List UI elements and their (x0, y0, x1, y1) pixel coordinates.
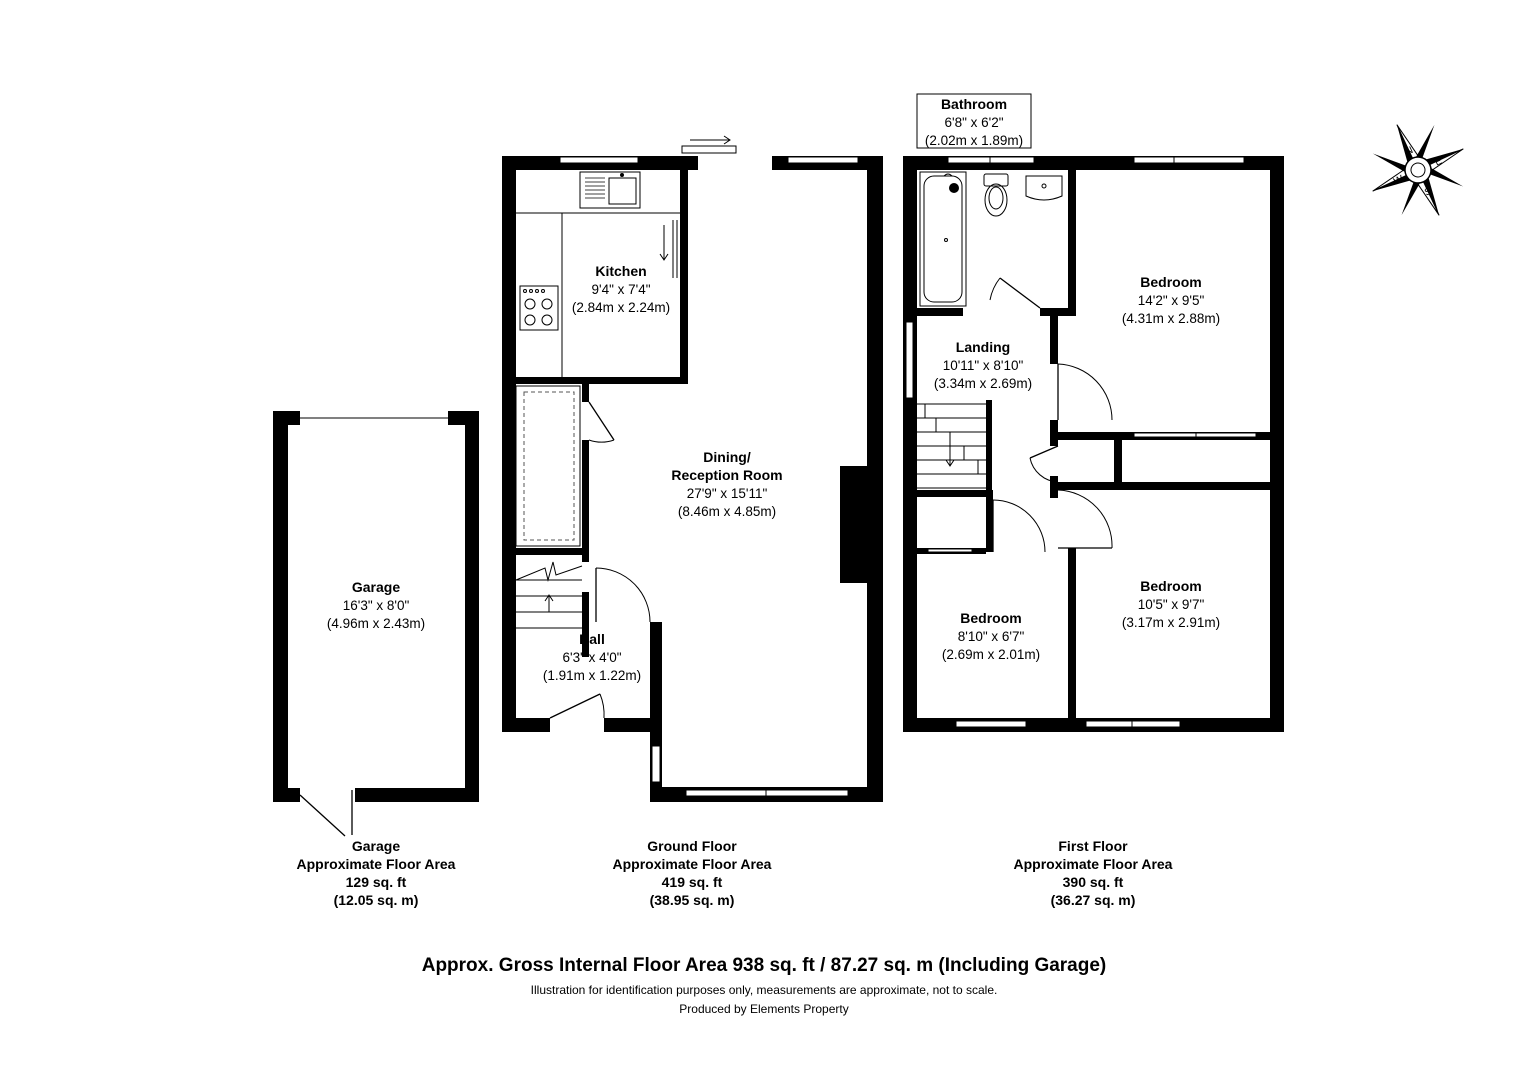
area-label: Approximate Floor Area (1014, 856, 1173, 872)
room-metric: (3.34m x 2.69m) (934, 376, 1032, 391)
compass-rose: N E S W (1372, 124, 1464, 216)
room-name: Dining/ (703, 449, 751, 465)
area-title: First Floor (1058, 838, 1128, 854)
room-label-bedroom-1: Bedroom 14'2" x 9'5" (4.31m x 2.88m) (1122, 274, 1220, 326)
area-sqft: 129 sq. ft (346, 874, 407, 890)
area-sqm: (12.05 sq. m) (334, 892, 419, 908)
room-imperial: 10'5" x 9'7" (1138, 597, 1205, 612)
compass-north: N (1404, 145, 1415, 158)
area-sqm: (38.95 sq. m) (650, 892, 735, 908)
room-imperial: 16'3" x 8'0" (343, 598, 410, 613)
compass-east: E (1433, 156, 1444, 169)
total-floor-area: Approx. Gross Internal Floor Area 938 sq… (421, 955, 1107, 976)
room-label-bathroom: Bathroom 6'8" x 6'2" (2.02m x 1.89m) (925, 96, 1023, 148)
area-label: Approximate Floor Area (613, 856, 772, 872)
room-imperial: 8'10" x 6'7" (958, 629, 1025, 644)
area-title: Garage (352, 838, 400, 854)
room-imperial: 6'8" x 6'2" (944, 115, 1003, 130)
area-sqft: 390 sq. ft (1063, 874, 1124, 890)
room-name-2: Reception Room (671, 467, 782, 483)
room-label-hall: Hall 6'3" x 4'0" (1.91m x 1.22m) (543, 631, 641, 683)
room-metric: (1.91m x 1.22m) (543, 668, 641, 683)
room-imperial: 14'2" x 9'5" (1138, 293, 1205, 308)
area-summary-first-floor: First Floor Approximate Floor Area 390 s… (1014, 838, 1173, 908)
room-name: Bathroom (941, 96, 1007, 112)
room-name: Hall (579, 631, 605, 647)
room-name: Kitchen (595, 263, 646, 279)
room-label-garage: Garage 16'3" x 8'0" (4.96m x 2.43m) (327, 579, 425, 631)
room-label-dining: Dining/ Reception Room 27'9" x 15'11" (8… (671, 449, 782, 519)
room-name: Bedroom (1140, 578, 1201, 594)
room-imperial: 9'4" x 7'4" (591, 282, 650, 297)
area-sqft: 419 sq. ft (662, 874, 723, 890)
room-metric: (3.17m x 2.91m) (1122, 615, 1220, 630)
area-summary-garage: Garage Approximate Floor Area 129 sq. ft… (297, 838, 456, 908)
room-name: Bedroom (1140, 274, 1201, 290)
room-label-landing: Landing 10'11" x 8'10" (3.34m x 2.69m) (934, 339, 1032, 391)
room-name: Bedroom (960, 610, 1021, 626)
room-metric: (2.84m x 2.24m) (572, 300, 670, 315)
garage-plan (273, 411, 479, 837)
room-imperial: 6'3" x 4'0" (562, 650, 621, 665)
area-label: Approximate Floor Area (297, 856, 456, 872)
compass-south: S (1423, 186, 1434, 199)
producer-credit: Produced by Elements Property (679, 1002, 849, 1016)
room-label-bedroom-3: Bedroom 8'10" x 6'7" (2.69m x 2.01m) (942, 610, 1040, 662)
room-label-bedroom-2: Bedroom 10'5" x 9'7" (3.17m x 2.91m) (1122, 578, 1220, 630)
area-summary-ground-floor: Ground Floor Approximate Floor Area 419 … (613, 838, 772, 908)
room-imperial: 27'9" x 15'11" (687, 486, 768, 501)
area-title: Ground Floor (647, 838, 737, 854)
room-name: Landing (956, 339, 1010, 355)
area-sqm: (36.27 sq. m) (1051, 892, 1136, 908)
room-metric: (4.31m x 2.88m) (1122, 311, 1220, 326)
room-metric: (8.46m x 4.85m) (678, 504, 776, 519)
room-imperial: 10'11" x 8'10" (943, 358, 1024, 373)
room-label-kitchen: Kitchen 9'4" x 7'4" (2.84m x 2.24m) (572, 263, 670, 315)
ground-floor-plan (502, 135, 883, 802)
room-metric: (4.96m x 2.43m) (327, 616, 425, 631)
room-metric: (2.02m x 1.89m) (925, 133, 1023, 148)
room-name: Garage (352, 579, 400, 595)
disclaimer: Illustration for identification purposes… (530, 983, 998, 997)
first-floor-plan (903, 93, 1284, 732)
room-metric: (2.69m x 2.01m) (942, 647, 1040, 662)
